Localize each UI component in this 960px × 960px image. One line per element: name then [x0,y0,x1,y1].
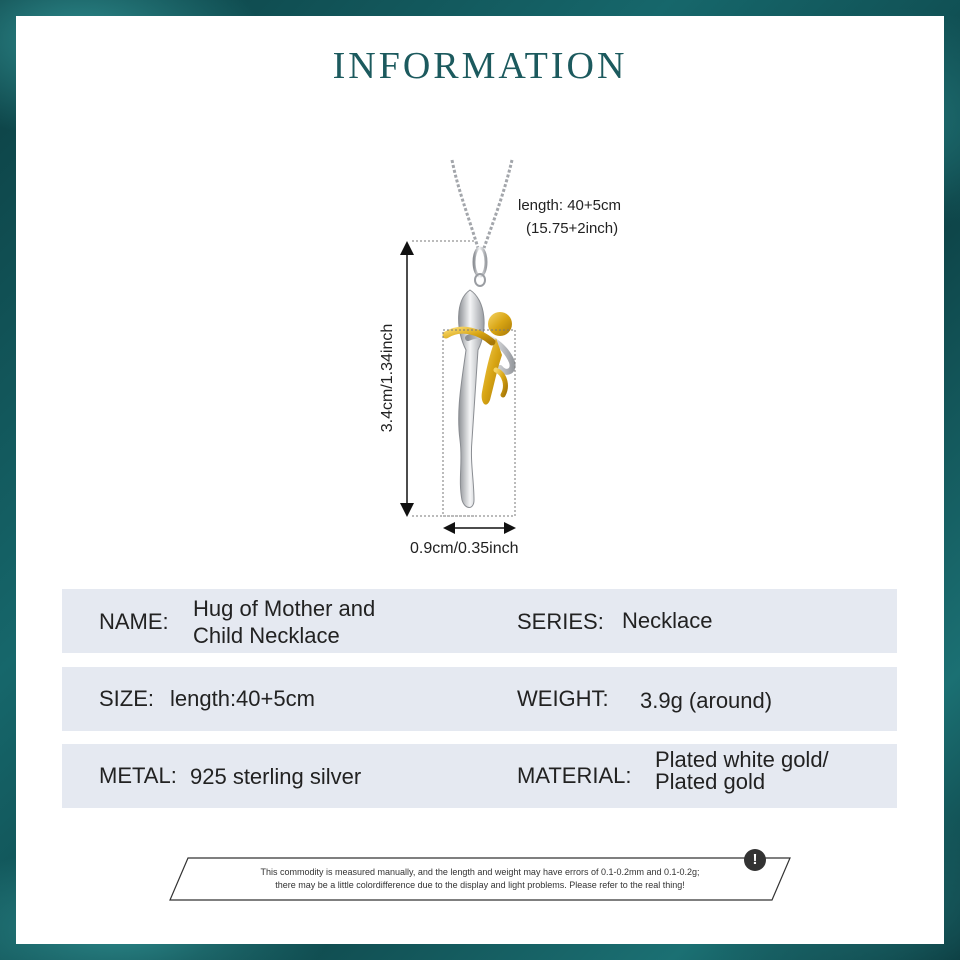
info-row-metal [62,744,897,808]
height-arrow-top [400,241,414,255]
width-label: 0.9cm/0.35inch [410,540,519,557]
notice-line2: there may be a little colordifference du… [275,880,685,890]
material-value-line1: Plated white gold/ [655,747,829,772]
height-arrow-bottom [400,503,414,517]
chain-length-inch-label: (15.75+2inch) [526,220,619,237]
height-label: 3.4cm/1.34inch [379,323,396,433]
info-row-size [62,667,897,731]
notice-text: This commodity is measured manually, and… [0,866,960,892]
size-label: SIZE: [99,686,155,711]
chain-left [450,159,480,249]
size-value: length:40+5cm [170,686,315,711]
mother-figure [458,289,485,508]
material-label: MATERIAL: [517,763,632,788]
notice-line1: This commodity is measured manually, and… [260,867,700,877]
width-guide-box [442,329,516,517]
chain-length-label: length: 40+5cm [518,197,621,214]
bail-ring [472,246,488,278]
width-arrow-left [443,522,455,534]
child-leg [493,367,508,398]
name-label: NAME: [99,609,169,634]
metal-value: 925 sterling silver [190,764,362,789]
necklace-illustration [400,159,516,534]
series-value: Necklace [622,608,713,633]
warning-icon: ! [744,849,766,871]
series-label: SERIES: [517,609,604,634]
material-value-line2: Plated gold [655,769,766,794]
child-body [481,338,502,405]
info-row-name [62,589,897,653]
width-arrow-right [504,522,516,534]
name-value-line1: Hug of Mother and [193,596,376,621]
chain-right [482,159,514,249]
page-title: INFORMATION [332,45,628,87]
child-arm [442,326,496,346]
child-head [488,312,512,336]
name-value-line2: Child Necklace [193,623,340,648]
metal-label: METAL: [99,763,177,788]
weight-value: 3.9g (around) [640,688,773,713]
jump-ring [474,273,486,287]
weight-label: WEIGHT: [517,686,609,711]
notice-frame [169,857,791,901]
